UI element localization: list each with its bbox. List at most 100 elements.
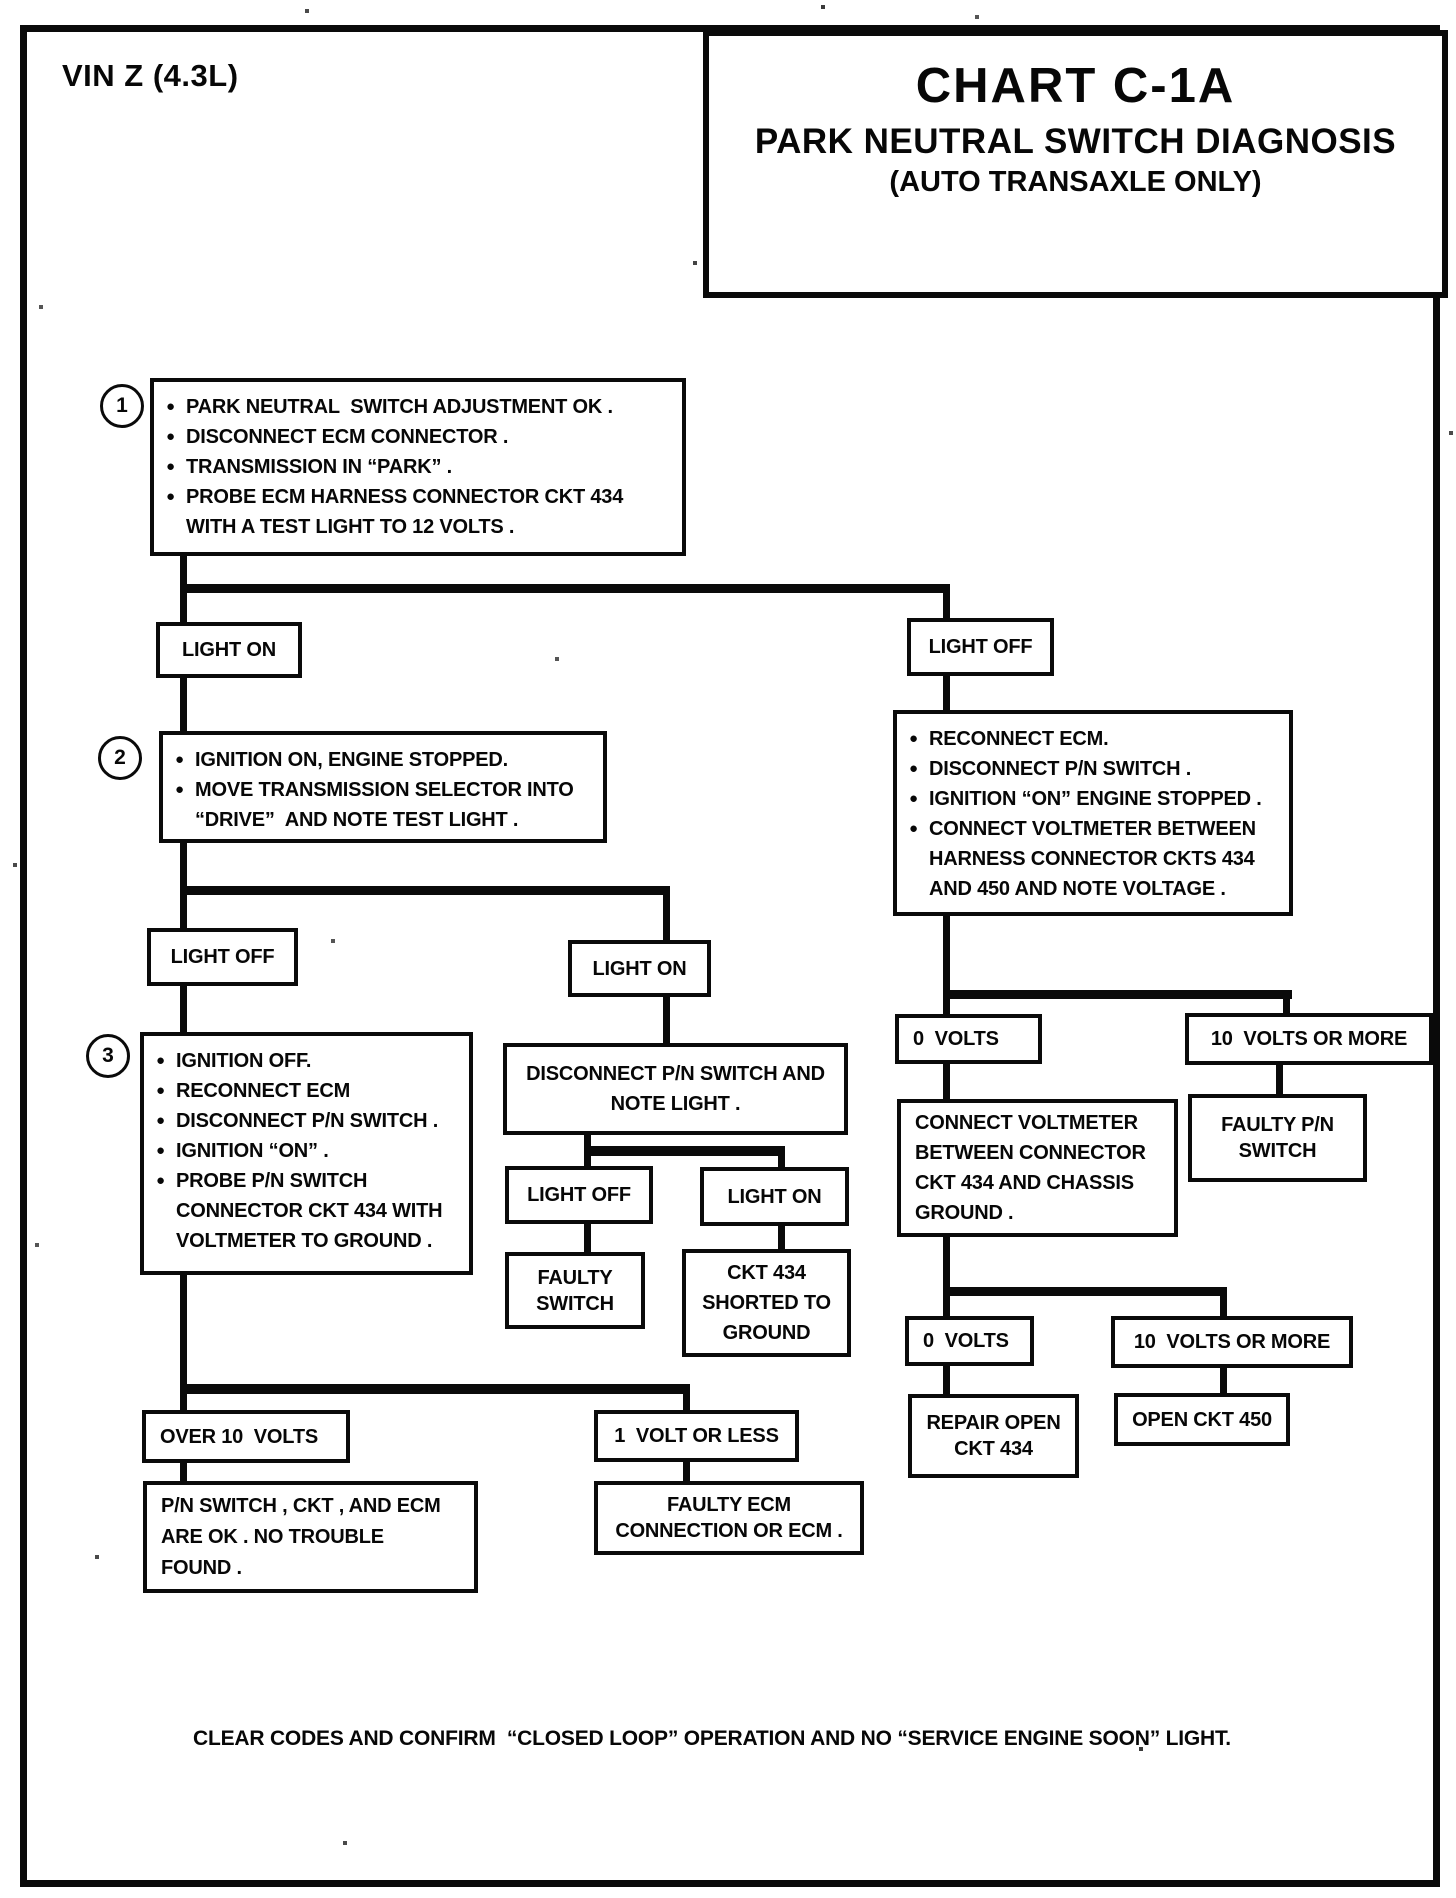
bullet-text: RECONNECT ECM. (929, 728, 1109, 750)
branch-10-volts-or-more-1: 10 VOLTS OR MORE (1185, 1013, 1433, 1065)
flow-line (778, 1152, 785, 1174)
bullet-icon: ● (909, 790, 919, 807)
flow-line (584, 1152, 591, 1172)
flow-line (180, 590, 187, 626)
flow-line (1220, 1293, 1227, 1318)
reconnect-ecm-action-box: ●RECONNECT ECM.●DISCONNECT P/N SWITCH .●… (893, 710, 1293, 916)
bullet-text: DISCONNECT P/N SWITCH . (929, 758, 1192, 780)
flow-line (683, 1390, 690, 1414)
bullet-text: MOVE TRANSMISSION SELECTOR INTO “DRIVE” … (195, 779, 574, 831)
page-border (20, 25, 1440, 1887)
flow-line (180, 1460, 187, 1485)
branch-0-volts-2: 0 VOLTS (905, 1316, 1034, 1366)
flow-line (584, 1146, 785, 1156)
bullet-icon: ● (909, 760, 919, 777)
bullet-item: ● IGNITION ON, ENGINE STOPPED. (175, 745, 593, 775)
result-ckt434-shorted: CKT 434 SHORTED TO GROUND (682, 1249, 851, 1357)
bullet-text: TRANSMISSION IN “PARK” . (186, 456, 452, 478)
bullet-item: ● PARK NEUTRAL SWITCH ADJUSTMENT OK . (166, 392, 672, 422)
branch-light-off-1: LIGHT OFF (907, 618, 1054, 676)
branch-light-off-3: LIGHT OFF (505, 1166, 653, 1224)
branch-over-10-volts: OVER 10 VOLTS (142, 1410, 350, 1463)
bullet-icon: ● (909, 820, 919, 837)
flow-line (584, 1120, 591, 1150)
bullet-text: DISCONNECT ECM CONNECTOR . (186, 426, 509, 448)
step-number-3: 3 (86, 1034, 130, 1078)
bullet-icon: ● (156, 1082, 166, 1099)
flow-line (778, 1224, 785, 1254)
branch-light-on-2: LIGHT ON (568, 940, 711, 997)
flow-line (943, 1293, 950, 1318)
chart-title-box: CHART C-1A PARK NEUTRAL SWITCH DIAGNOSIS… (703, 30, 1448, 298)
bullet-text: PARK NEUTRAL SWITCH ADJUSTMENT OK . (186, 396, 613, 418)
bullet-text: CONNECT VOLTMETER BETWEEN HARNESS CONNEC… (929, 818, 1256, 900)
flow-line (180, 550, 187, 592)
bullet-icon: ● (166, 428, 176, 445)
flow-line (180, 892, 187, 932)
flow-line (943, 674, 950, 714)
bullet-text: IGNITION ON, ENGINE STOPPED. (195, 749, 508, 771)
result-repair-open-ckt434: REPAIR OPEN CKT 434 (908, 1394, 1079, 1478)
flow-line (180, 1273, 187, 1393)
flow-line (943, 990, 1292, 999)
flow-line (180, 886, 670, 895)
flow-line (584, 1222, 591, 1256)
bullet-icon: ● (175, 751, 185, 768)
bullet-text: PROBE ECM HARNESS CONNECTOR CKT 434 WITH… (186, 486, 624, 538)
flow-line (663, 995, 670, 1047)
bullet-item: ●IGNITION OFF. (156, 1046, 459, 1076)
bullet-item: ● DISCONNECT ECM CONNECTOR . (166, 422, 672, 452)
bullet-item: ●RECONNECT ECM (156, 1076, 459, 1106)
branch-light-on-1: LIGHT ON (156, 622, 302, 678)
chart-title: PARK NEUTRAL SWITCH DIAGNOSIS (754, 122, 1397, 161)
bullet-text: PROBE P/N SWITCH CONNECTOR CKT 434 WITH … (176, 1170, 443, 1252)
flow-line (943, 1062, 950, 1102)
flow-line (683, 1459, 690, 1485)
bullet-item: ● IGNITION “ON” ENGINE STOPPED . (909, 784, 1279, 814)
bullet-icon: ● (156, 1142, 166, 1159)
bullet-item: ● MOVE TRANSMISSION SELECTOR INTO “DRIVE”… (175, 775, 593, 835)
result-faulty-pn-switch: FAULTY P/N SWITCH (1188, 1094, 1367, 1182)
flow-line (180, 984, 187, 1036)
chart-subtitle: (AUTO TRANSAXLE ONLY) (889, 166, 1262, 198)
bullet-icon: ● (166, 398, 176, 415)
branch-10-volts-or-more-2: 10 VOLTS OR MORE (1111, 1316, 1353, 1368)
branch-0-volts-1: 0 VOLTS (895, 1014, 1042, 1064)
vin-label: VIN Z (4.3L) (62, 58, 239, 93)
bullet-icon: ● (156, 1172, 166, 1189)
bullet-text: DISCONNECT P/N SWITCH . (176, 1110, 439, 1132)
bullet-text: IGNITION “ON” ENGINE STOPPED . (929, 788, 1262, 810)
flow-line (943, 1364, 950, 1397)
bullet-icon: ● (156, 1112, 166, 1129)
step2-action-box: ● IGNITION ON, ENGINE STOPPED. ● MOVE TRANS… (159, 731, 607, 843)
flow-line (180, 675, 187, 735)
flow-line (663, 892, 670, 944)
connect-voltmeter-chassis-box: CONNECT VOLTMETER BETWEEN CONNECTOR CKT … (897, 1099, 1178, 1237)
bullet-text: IGNITION OFF. (176, 1050, 312, 1072)
footer-instruction: CLEAR CODES AND CONFIRM “CLOSED LOOP” OP… (193, 1727, 1231, 1750)
bullet-icon: ● (909, 730, 919, 747)
step-number-1: 1 (100, 384, 144, 428)
flow-line (180, 1390, 187, 1414)
flow-line (943, 590, 950, 624)
result-open-ckt450: OPEN CKT 450 (1114, 1393, 1290, 1446)
disconnect-pn-switch-box: DISCONNECT P/N SWITCH AND NOTE LIGHT . (503, 1043, 848, 1135)
bullet-icon: ● (175, 781, 185, 798)
result-pn-switch-ok: P/N SWITCH , CKT , AND ECM ARE OK . NO T… (143, 1481, 478, 1593)
branch-light-on-3: LIGHT ON (700, 1167, 849, 1226)
bullet-item: ●TRANSMISSION IN “PARK” . (166, 452, 672, 482)
bullet-item: ● DISCONNECT P/N SWITCH . (156, 1106, 459, 1136)
result-faulty-switch: FAULTY SWITCH (505, 1252, 645, 1329)
bullet-item: ● RECONNECT ECM. (909, 724, 1279, 754)
flow-line (1220, 1366, 1227, 1396)
result-faulty-ecm: FAULTY ECM CONNECTION OR ECM . (594, 1481, 864, 1555)
bullet-text: IGNITION “ON” . (176, 1140, 329, 1162)
bullet-item: ● PROBE ECM HARNESS CONNECTOR CKT 434 WIT… (166, 482, 672, 542)
bullet-item: ● PROBE P/N SWITCH CONNECTOR CKT 434 WITH… (156, 1166, 459, 1256)
step3-action-box: ●IGNITION OFF.●RECONNECT ECM●DISCONNECT … (140, 1032, 473, 1275)
bullet-item: ● DISCONNECT P/N SWITCH . (909, 754, 1279, 784)
chart-id: CHART C-1A (915, 59, 1236, 113)
bullet-icon: ● (166, 488, 176, 505)
flow-line (180, 584, 950, 593)
flow-line (1283, 996, 1290, 1015)
